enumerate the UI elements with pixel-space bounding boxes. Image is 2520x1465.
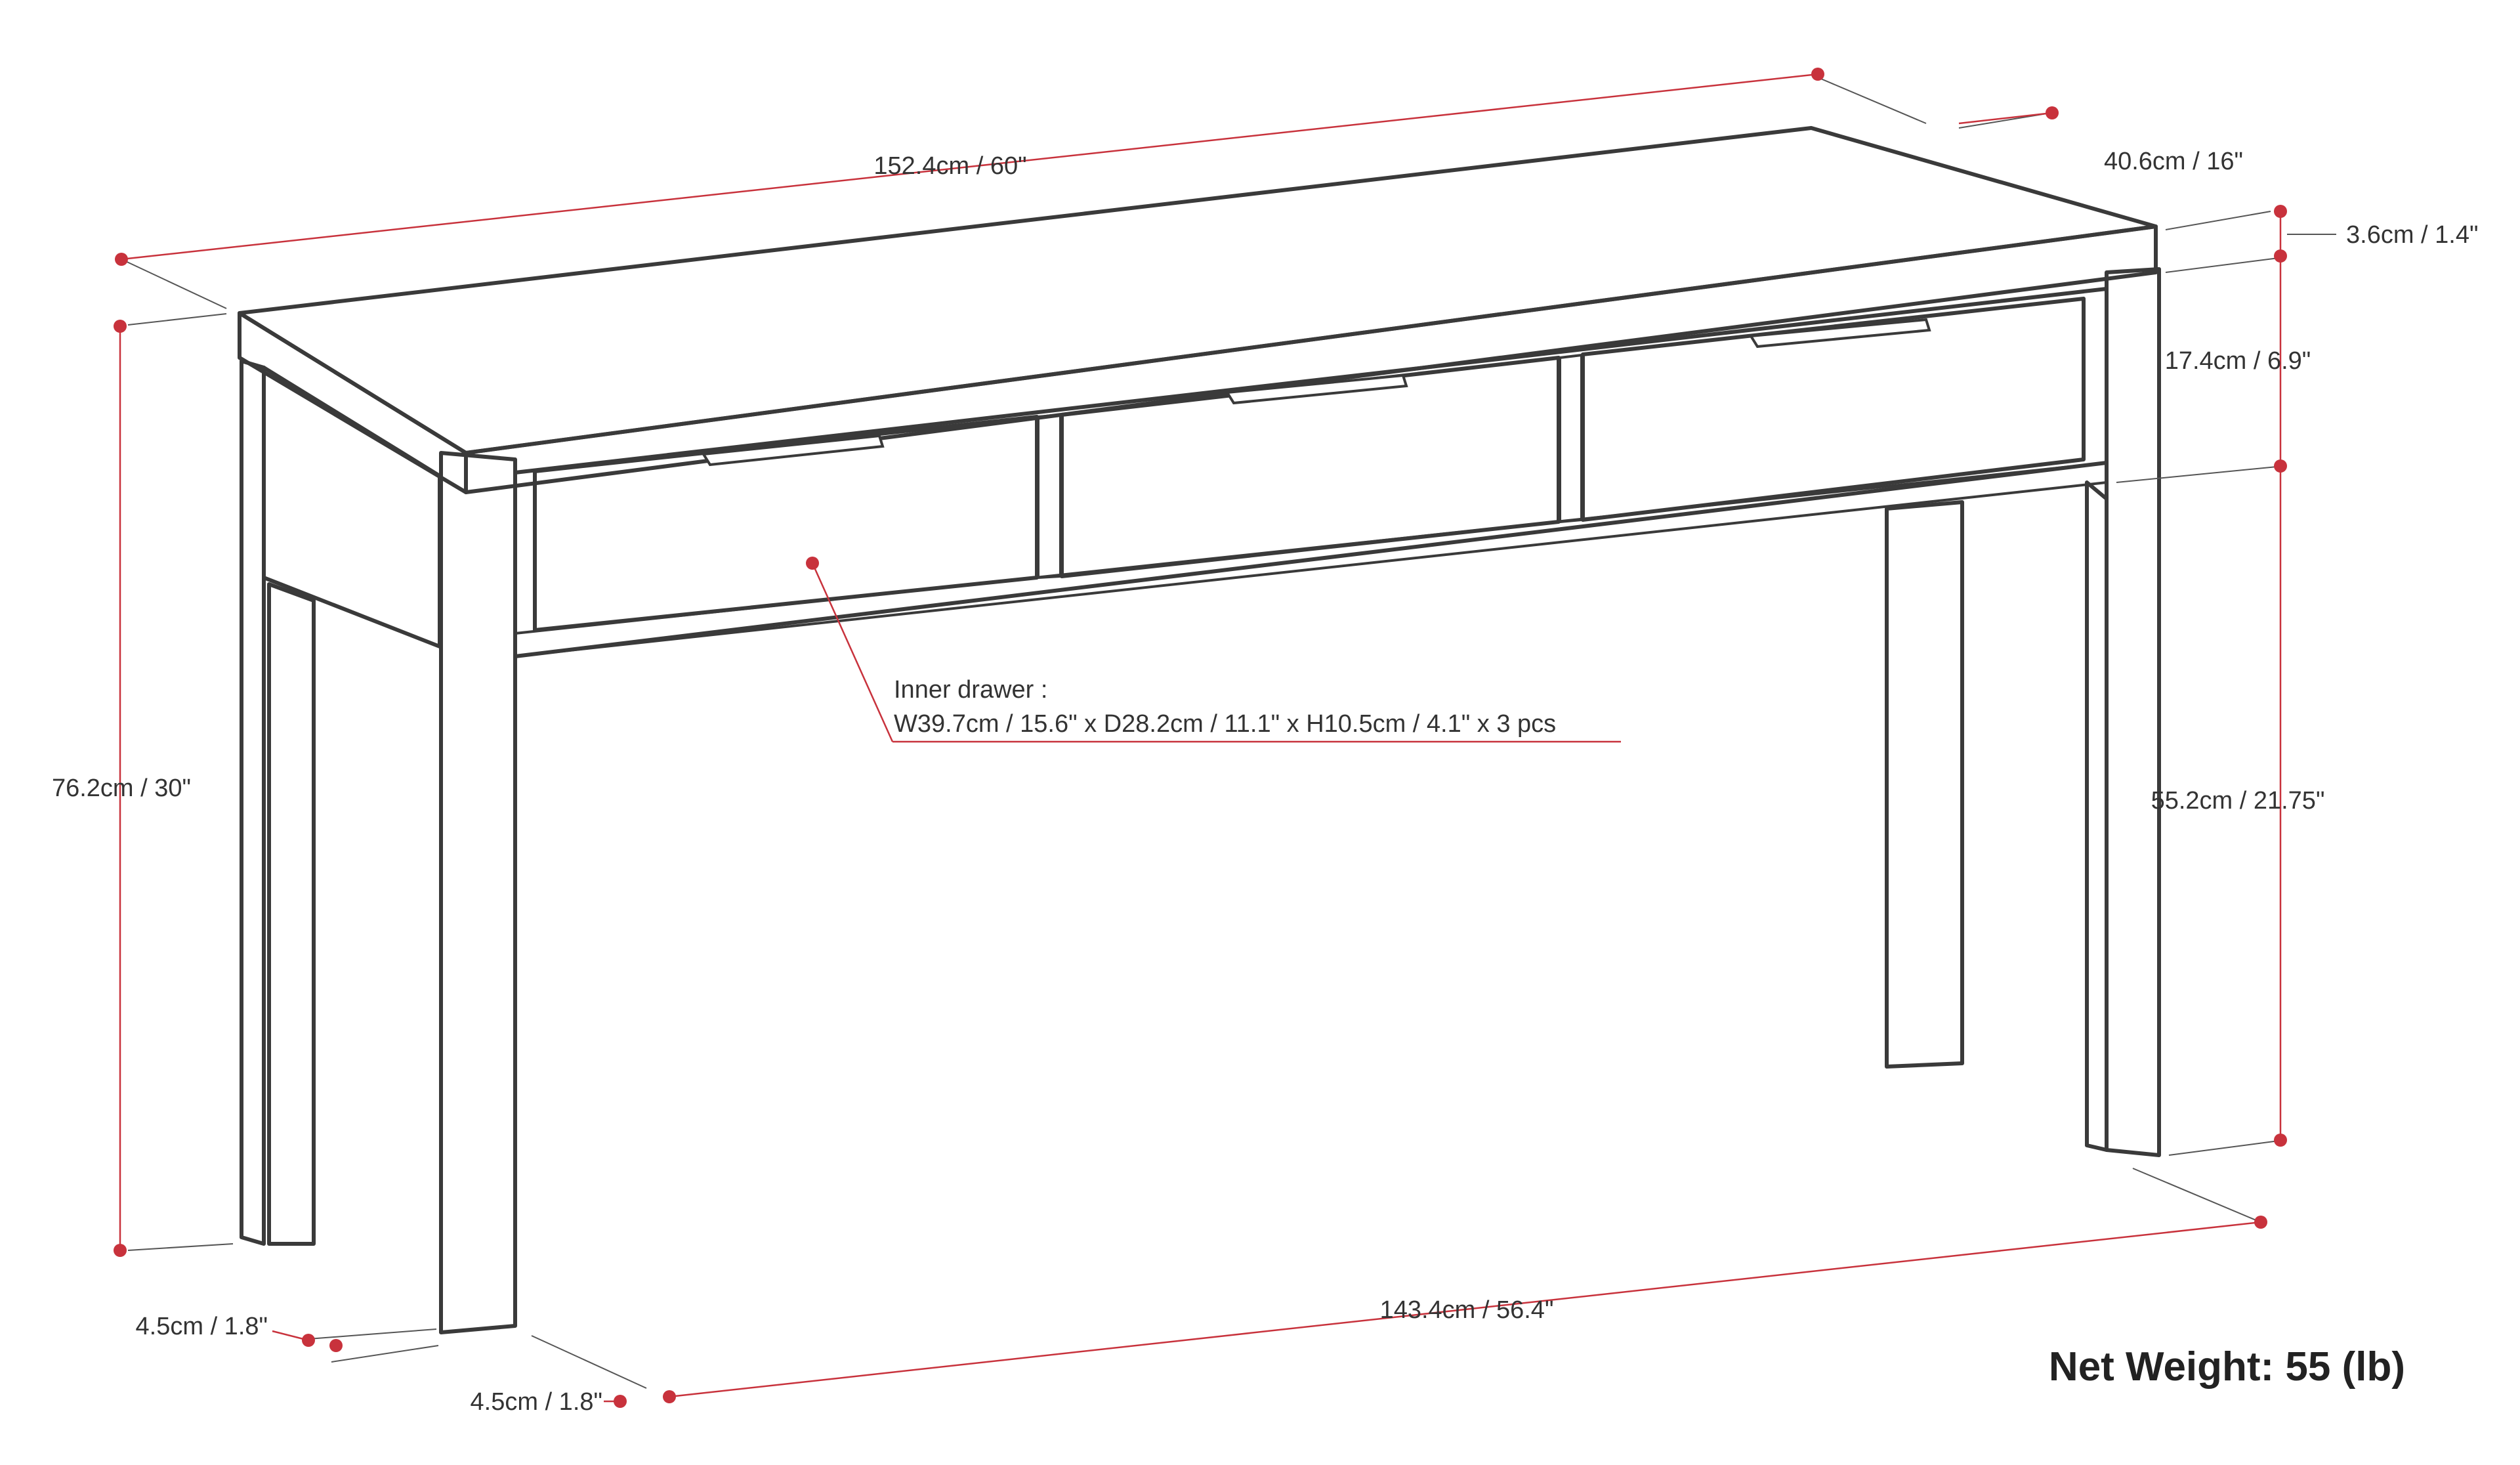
dimension-lines bbox=[114, 68, 2336, 1408]
leg-span-dimension-line bbox=[669, 1221, 2261, 1398]
dimension-labels: 152.4cm / 60" 40.6cm / 16" 3.6cm / 1.4" … bbox=[52, 148, 2478, 1416]
top-thickness-endpoint-dot bbox=[2274, 205, 2287, 218]
top-thickness-label: 3.6cm / 1.4" bbox=[2346, 221, 2478, 249]
depth-endpoint-dot bbox=[2046, 106, 2059, 119]
drawer-divider-2 bbox=[1559, 354, 1583, 523]
leg-clearance-endpoint-dot bbox=[2274, 1134, 2287, 1147]
leg-width-endpoint-dot bbox=[302, 1334, 315, 1347]
front-apron-frame bbox=[513, 287, 2109, 658]
width-endpoint-dot bbox=[1811, 68, 1824, 81]
right-leg-inner-face bbox=[2085, 480, 2109, 1152]
drawer-divider-1 bbox=[1037, 414, 1062, 579]
depth-label: 40.6cm / 16" bbox=[2104, 148, 2243, 175]
leg-span-endpoint-dot bbox=[2254, 1216, 2267, 1229]
front-right-leg bbox=[2105, 267, 2161, 1157]
leg-width-label: 4.5cm / 1.8" bbox=[136, 1313, 268, 1340]
leg-span-endpoint-dot bbox=[663, 1390, 676, 1403]
inner-drawer-title: Inner drawer : bbox=[894, 676, 1047, 704]
drawer-right-handle bbox=[1748, 318, 1931, 349]
leg-width-endpoint-dot bbox=[329, 1339, 343, 1352]
console-table bbox=[238, 126, 2161, 1334]
extension-lines bbox=[121, 77, 2284, 1389]
leg-depth-label: 4.5cm / 1.8" bbox=[471, 1388, 602, 1416]
drawer-leader-dot bbox=[806, 557, 819, 570]
net-weight-label: Net Weight: 55 (lb) bbox=[2049, 1344, 2405, 1390]
back-right-leg bbox=[1885, 500, 1964, 1069]
overall-width-label: 152.4cm / 60" bbox=[873, 152, 1026, 180]
height-endpoint-dot bbox=[114, 1244, 127, 1257]
left-side-apron bbox=[262, 366, 442, 648]
leg-clearance-label: 55.2cm / 21.75" bbox=[2151, 787, 2325, 815]
drawer-left-handle bbox=[701, 434, 885, 467]
front-left-leg-side bbox=[267, 582, 316, 1246]
drawer-leader-line bbox=[811, 563, 894, 742]
tabletop-front-edge bbox=[238, 311, 468, 494]
height-endpoint-dot bbox=[114, 320, 127, 333]
leg-span-label: 143.4cm / 56.4" bbox=[1380, 1296, 1554, 1324]
tabletop-right-edge bbox=[464, 224, 2158, 494]
inner-drawer-spec: W39.7cm / 15.6" x D28.2cm / 11.1" x H10.… bbox=[894, 710, 1556, 738]
width-endpoint-dot bbox=[115, 253, 128, 266]
width-dimension-line bbox=[121, 73, 1818, 261]
leg-depth-endpoint-dot bbox=[614, 1395, 627, 1408]
front-left-leg bbox=[439, 451, 517, 1334]
drawer-middle-handle bbox=[1225, 373, 1408, 405]
overall-height-label: 76.2cm / 30" bbox=[52, 775, 191, 802]
depth-dimension-line bbox=[1958, 112, 2053, 125]
tabletop-surface bbox=[238, 126, 2158, 455]
back-left-leg bbox=[240, 359, 266, 1246]
apron-height-label: 17.4cm / 6.9" bbox=[2165, 347, 2311, 375]
